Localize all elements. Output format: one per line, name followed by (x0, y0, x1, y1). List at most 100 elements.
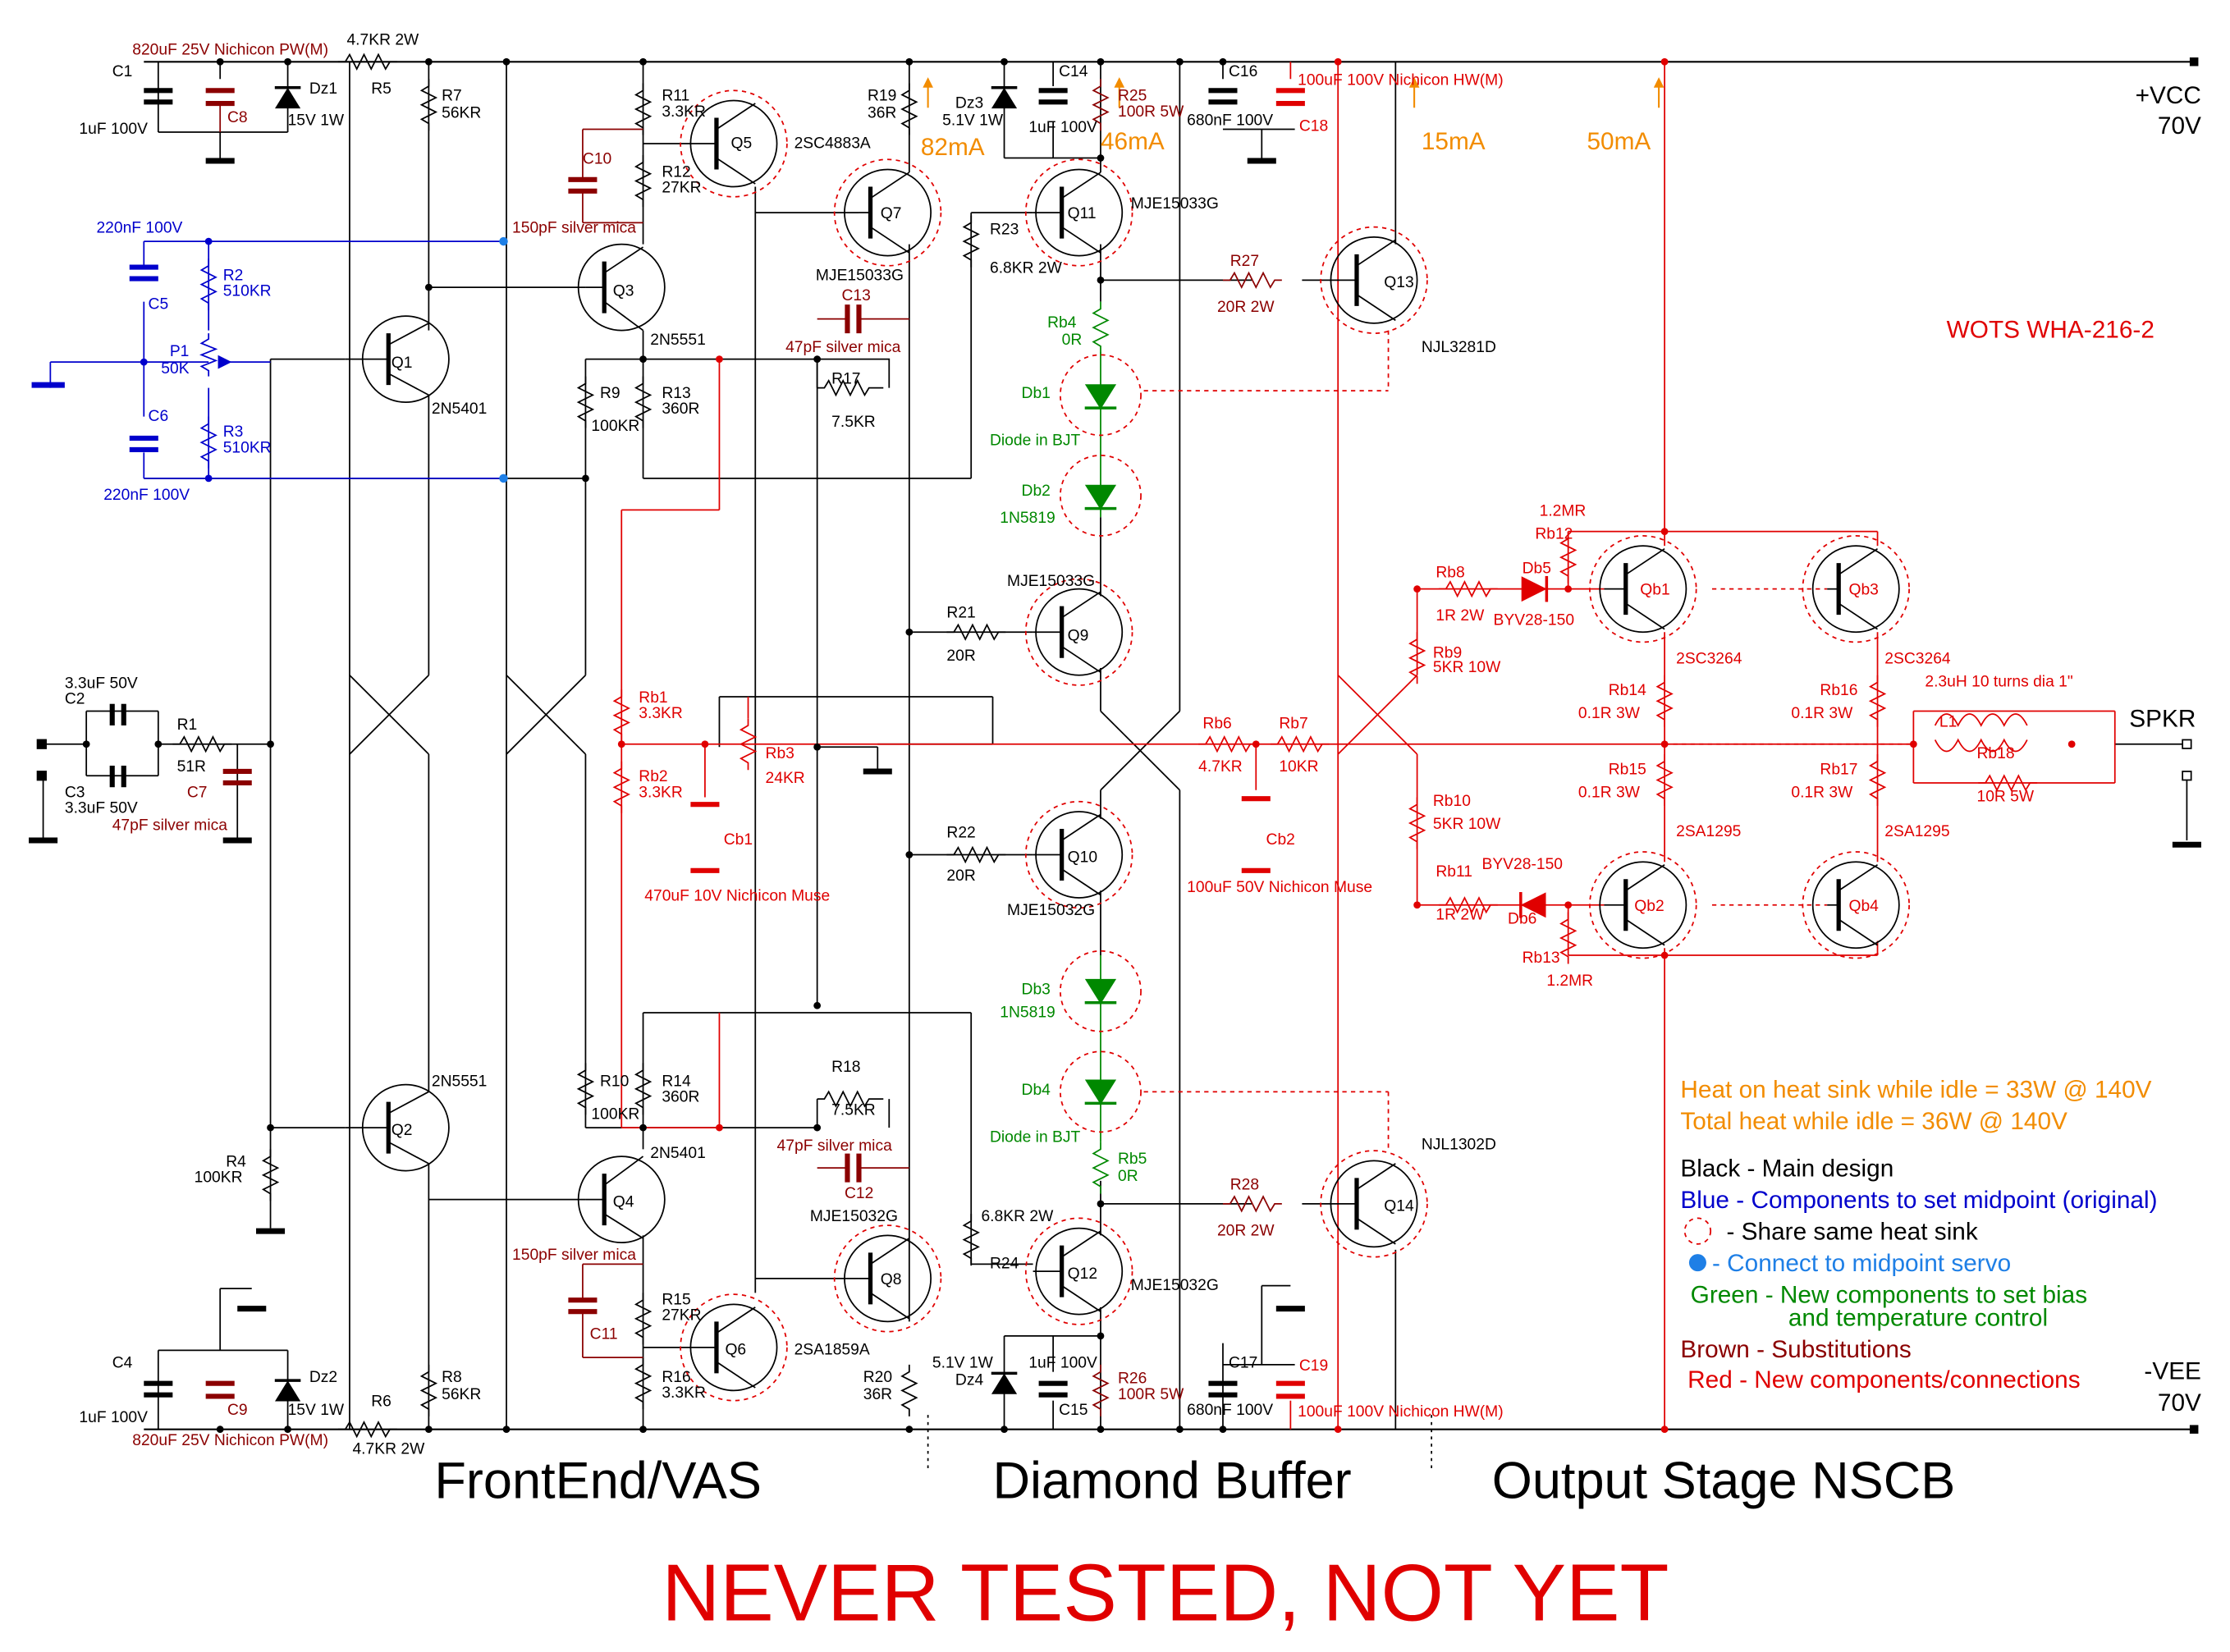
label-c6: C6 (149, 408, 169, 425)
label-r21v: 20R (946, 648, 975, 665)
servo-node-top[interactable] (499, 236, 508, 246)
label-qb1t: 2SC3264 (1676, 651, 1742, 668)
q13 (1302, 236, 1418, 324)
label-q8t: MJE15032G (810, 1208, 898, 1225)
label-r5: R5 (371, 80, 392, 98)
label-c5: C5 (149, 295, 169, 313)
label-c19v: 100uF 100V Nichicon HW(M) (1298, 1403, 1504, 1421)
label-db4: Db4 (1022, 1082, 1051, 1099)
label-c17v: 680nF 100V (1187, 1402, 1273, 1419)
label-rb17v: 0.1R 3W (1791, 785, 1853, 802)
label-r6v: 4.7KR 2W (352, 1440, 425, 1458)
label-r19v: 36R (868, 105, 896, 122)
servo-node-bottom[interactable] (499, 474, 508, 483)
label-rb3v: 24KR (766, 770, 805, 787)
label-r13: R13 (662, 385, 690, 402)
label-qb2: Qb2 (1634, 898, 1664, 915)
label-rb5v: 0R (1118, 1168, 1138, 1185)
qb2 (1599, 861, 1687, 950)
section-frontend: FrontEnd/VAS (434, 1453, 762, 1510)
label-q10: Q10 (1068, 849, 1097, 866)
current-15: 15mA (1422, 128, 1486, 155)
dotted-wiring (1143, 330, 1914, 1150)
label-db1: Db1 (1022, 385, 1051, 402)
label-c3v: 3.3uF 50V (65, 800, 138, 817)
label-dz3: Dz3 (955, 94, 983, 112)
label-r5v: 4.7KR 2W (346, 31, 419, 48)
label-c4: C4 (112, 1354, 133, 1371)
label-c18v: 100uF 100V Nichicon HW(M) (1298, 71, 1504, 89)
label-rb16: Rb16 (1820, 682, 1857, 699)
label-q2t: 2N5551 (432, 1073, 487, 1090)
current-46: 46mA (1101, 128, 1165, 155)
terminals[interactable] (36, 739, 2192, 781)
label-cb2v: 100uF 50V Nichicon Muse (1187, 879, 1372, 896)
label-db3: Db3 (1022, 981, 1051, 998)
label-qb1: Qb1 (1640, 582, 1669, 599)
q3 (577, 243, 666, 332)
label-rb2: Rb2 (639, 768, 667, 785)
junctions (82, 57, 2076, 1434)
label-rb6v: 4.7KR (1198, 758, 1243, 776)
label-db2v: 1N5819 (1000, 510, 1055, 527)
warning-banner: NEVER TESTED, NOT YET (662, 1548, 1669, 1638)
label-q5t: 2SC4883A (794, 135, 871, 152)
label-r10: R10 (600, 1073, 629, 1090)
label-c13v: 47pF silver mica (785, 339, 901, 356)
label-r27v: 20R 2W (1217, 299, 1275, 316)
label-rb11v: 1R 2W (1436, 906, 1485, 923)
label-cb1: Cb1 (724, 831, 753, 849)
qb1 (1599, 545, 1687, 634)
label-rb7v: 10KR (1279, 758, 1318, 776)
label-l1v: 2.3uH 10 turns dia 1" (1925, 674, 2072, 691)
label-rb18: Rb18 (1976, 745, 2014, 762)
label-r23: R23 (990, 221, 1019, 238)
label-cb1v: 470uF 10V Nichicon Muse (644, 888, 830, 905)
label-rb7: Rb7 (1279, 715, 1307, 732)
legend-servo: - Connect to midpoint servo (1712, 1250, 2011, 1277)
q11 (1033, 168, 1124, 257)
label-c10: C10 (583, 151, 611, 168)
output-transistors (1599, 545, 1900, 950)
legend-brown: Brown - Substitutions (1680, 1336, 1911, 1363)
label-c2: C2 (65, 691, 85, 708)
label-r17v: 7.5KR (831, 414, 876, 431)
label-rb15v: 0.1R 3W (1578, 785, 1641, 802)
label-db5t: BYV28-150 (1494, 611, 1575, 629)
label-dz2: Dz2 (309, 1369, 337, 1386)
label-q1t: 2N5401 (432, 400, 487, 418)
label-c14: C14 (1059, 63, 1088, 80)
capacitor-leads (219, 103, 909, 1359)
label-r11v: 3.3KR (662, 103, 706, 121)
label-r18v: 7.5KR (831, 1101, 876, 1119)
vee-terminal[interactable] (2189, 1425, 2199, 1434)
note-heat-1: Heat on heat sink while idle = 33W @ 140… (1680, 1076, 2151, 1103)
label-c19: C19 (1299, 1357, 1328, 1375)
resistors-black (172, 53, 1006, 1439)
label-q1: Q1 (392, 355, 413, 372)
label-r20: R20 (863, 1369, 892, 1386)
labels-blue: 220nF 100V C5 R2 510KR P1 50K R3 510KR C… (96, 220, 271, 505)
label-q9t: MJE15033G (1007, 573, 1095, 590)
resistors-blue (199, 259, 232, 469)
label-rb8: Rb8 (1436, 565, 1464, 582)
label-dz4: Dz4 (955, 1371, 984, 1389)
label-r27: R27 (1230, 253, 1259, 270)
label-c1v: 1uF 100V (79, 121, 148, 138)
label-rb17: Rb17 (1820, 761, 1857, 778)
label-dz1: Dz1 (309, 80, 337, 98)
label-c13: C13 (841, 287, 870, 304)
label-c7v: 47pF silver mica (112, 817, 228, 835)
label-rb3: Rb3 (766, 745, 794, 762)
transistors (345, 99, 1418, 1392)
label-r24v: 6.8KR 2W (981, 1208, 1054, 1225)
label-c8v: 820uF 25V Nichicon PW(M) (132, 42, 328, 59)
capacitors-black (109, 88, 1238, 1398)
label-q10t: MJE15032G (1007, 902, 1095, 919)
current-50: 50mA (1587, 128, 1651, 155)
resistors-green (1092, 301, 1110, 1194)
vcc-terminal[interactable] (2189, 57, 2199, 66)
label-l1: L1 (1939, 714, 1957, 731)
label-p1: P1 (170, 343, 190, 360)
